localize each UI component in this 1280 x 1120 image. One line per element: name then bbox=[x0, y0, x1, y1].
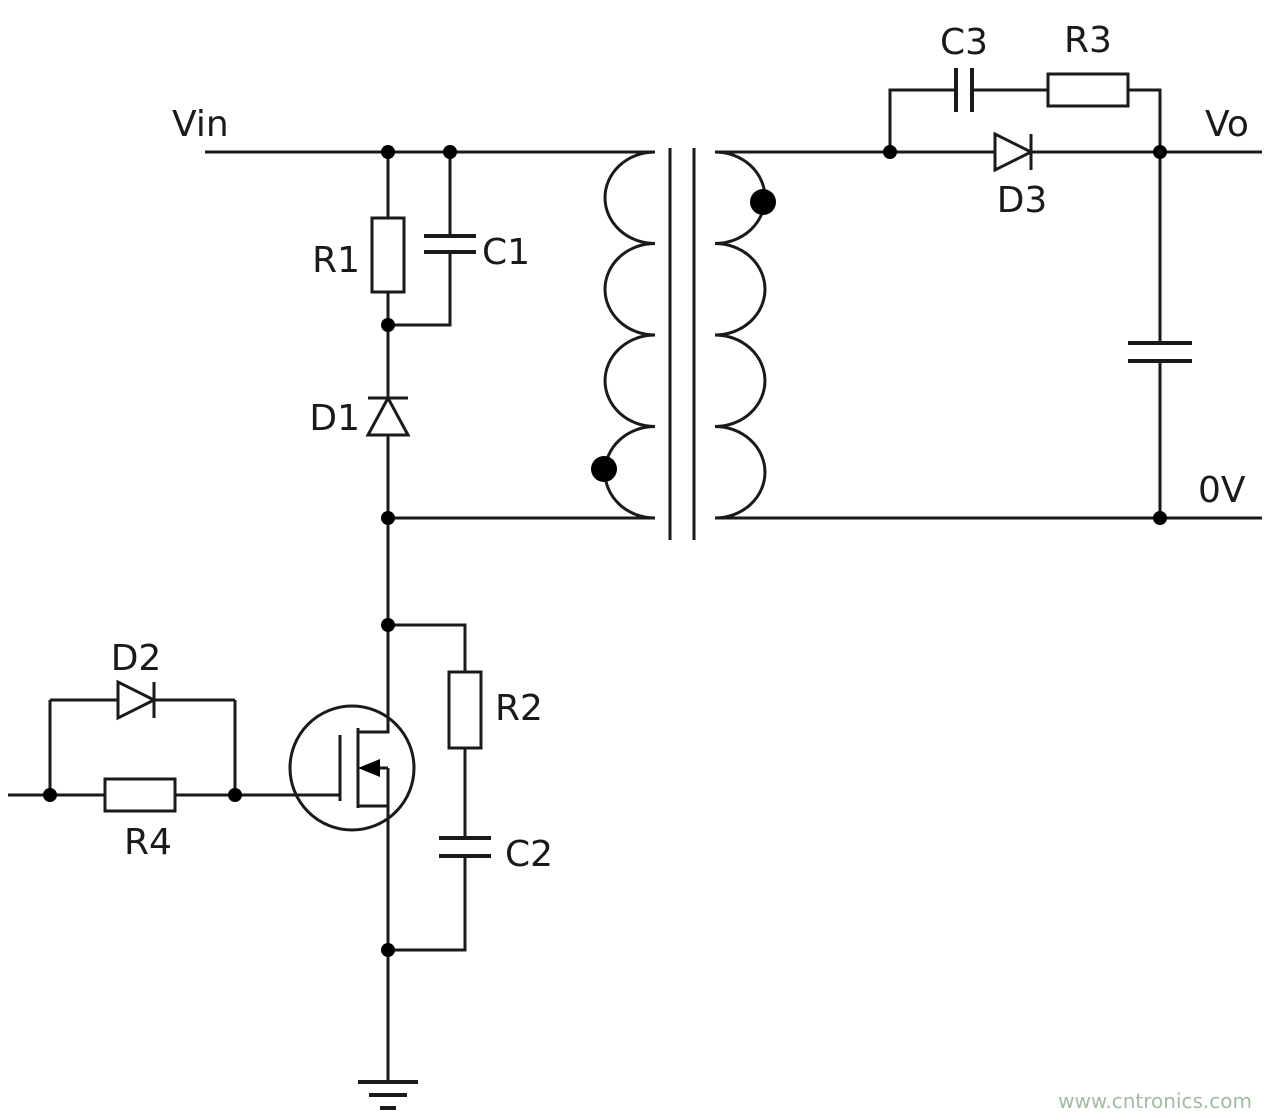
wire-c1 bbox=[388, 152, 452, 327]
label-r4: R4 bbox=[124, 822, 172, 863]
diode-D2-triangle bbox=[116, 679, 158, 721]
transformer bbox=[591, 148, 776, 540]
diode-D2 bbox=[116, 679, 158, 721]
label-vin: Vin bbox=[172, 104, 229, 145]
wire-drain bbox=[358, 625, 390, 734]
junction-dot bbox=[1153, 511, 1167, 525]
watermark: www.cntronics.com bbox=[1058, 1089, 1252, 1113]
label-vo: Vo bbox=[1205, 104, 1249, 145]
junction-dot bbox=[381, 618, 395, 632]
mosfet bbox=[288, 704, 416, 832]
label-r1: R1 bbox=[312, 240, 360, 281]
capacitor-C1 bbox=[424, 234, 476, 254]
wires bbox=[8, 88, 1262, 1082]
wire-d2-loop bbox=[48, 698, 237, 795]
junction-dot bbox=[228, 788, 242, 802]
capacitor-C2 bbox=[439, 836, 491, 858]
label-d2: D2 bbox=[111, 638, 162, 679]
diodes bbox=[116, 131, 1035, 721]
resistor-R3 bbox=[1046, 72, 1130, 108]
capacitor-output bbox=[1128, 341, 1192, 363]
junction-dot bbox=[381, 318, 395, 332]
junction-dot bbox=[381, 943, 395, 957]
mosfet-body-arrow bbox=[358, 759, 380, 777]
label-d3: D3 bbox=[997, 180, 1048, 221]
label-c1: C1 bbox=[482, 232, 530, 273]
wire-r2c2 bbox=[388, 623, 467, 952]
transformer-core bbox=[668, 148, 696, 540]
secondary-polarity-dot bbox=[750, 189, 776, 215]
junction-dot bbox=[381, 511, 395, 525]
resistor-R1 bbox=[370, 216, 406, 294]
labels: Vin R1 C1 D1 D2 R4 R2 C2 C3 R3 D3 Vo 0V … bbox=[111, 20, 1252, 1113]
label-r3: R3 bbox=[1064, 20, 1112, 61]
junction-dot bbox=[883, 145, 897, 159]
junction-dot bbox=[43, 788, 57, 802]
capacitor-C3 bbox=[954, 68, 974, 112]
primary-polarity-dot bbox=[591, 456, 617, 482]
label-d1: D1 bbox=[309, 398, 360, 439]
wire-c3r3 bbox=[888, 88, 1162, 152]
transformer-primary-winding bbox=[603, 150, 656, 520]
label-c2: C2 bbox=[505, 834, 553, 875]
junction-dot bbox=[443, 145, 457, 159]
diode-D3 bbox=[993, 131, 1035, 173]
mosfet-body-circle bbox=[288, 704, 416, 832]
label-r2: R2 bbox=[495, 688, 543, 729]
resistors bbox=[103, 72, 1130, 813]
capacitors bbox=[424, 68, 1192, 858]
junction-dots bbox=[43, 145, 1167, 957]
diode-D1 bbox=[365, 394, 411, 437]
ground-symbol bbox=[358, 1080, 418, 1110]
transformer-secondary-winding bbox=[714, 150, 767, 520]
resistor-R4 bbox=[103, 777, 177, 813]
diode-D3-triangle bbox=[993, 131, 1035, 173]
label-0v: 0V bbox=[1198, 470, 1246, 511]
resistor-R2 bbox=[447, 670, 483, 750]
junction-dot bbox=[1153, 145, 1167, 159]
diode-D1-triangle bbox=[365, 394, 411, 437]
junction-dot bbox=[381, 145, 395, 159]
label-c3: C3 bbox=[940, 22, 988, 63]
